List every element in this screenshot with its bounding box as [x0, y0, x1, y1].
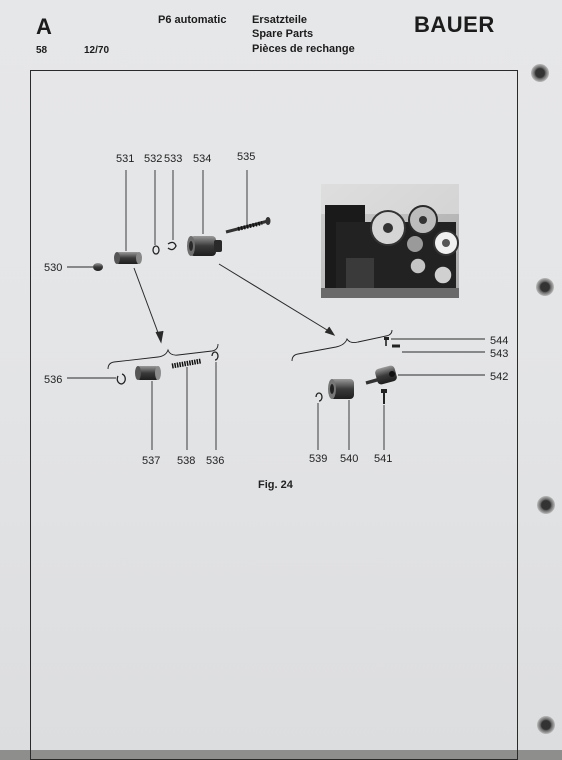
brand-logo: BAUER: [414, 12, 495, 37]
part-538-threaded-rod: [171, 358, 202, 369]
page-number: 58: [36, 45, 48, 56]
part-label-538: 538: [177, 455, 195, 467]
part-label-543: 543: [490, 348, 508, 360]
part-532-spring-ring: [152, 245, 160, 255]
part-label-531: 531: [116, 153, 134, 165]
part-label-536-lower: 536: [206, 455, 224, 467]
part-label-542: 542: [490, 371, 508, 383]
part-540-roller-wheel: [328, 379, 354, 399]
punch-hole: [537, 716, 555, 734]
figure-caption: Fig. 24: [258, 479, 293, 491]
part-label-536: 536: [44, 374, 62, 386]
part-label-544: 544: [490, 335, 508, 347]
mechanism-photo: [321, 184, 459, 298]
part-537-sleeve: [135, 366, 161, 380]
part-label-535: 535: [237, 151, 255, 163]
title-german: Ersatzteile: [252, 14, 308, 26]
part-label-530: 530: [44, 262, 62, 274]
part-542-lever-arm: [365, 365, 397, 385]
section-letter: A: [36, 14, 52, 39]
part-label-539: 539: [309, 453, 327, 465]
part-label-541: 541: [374, 453, 392, 465]
punch-hole: [536, 278, 554, 296]
part-label-537: 537: [142, 455, 160, 467]
title-french: Pièces de rechange: [252, 43, 355, 55]
part-539-circlip: [315, 392, 323, 402]
part-530-nut: [93, 263, 103, 271]
part-544-small-screw: [384, 337, 389, 346]
model-name: P6 automatic: [158, 14, 227, 26]
part-541-screw: [381, 389, 387, 404]
part-533-spring-clip: [167, 241, 177, 251]
part-label-534: 534: [193, 153, 211, 165]
part-label-533: 533: [164, 153, 182, 165]
part-label-532: 532: [144, 153, 162, 165]
part-535-axle-pin: [225, 217, 271, 234]
part-536-circlip-left: [116, 373, 126, 385]
punch-hole: [537, 496, 555, 514]
punch-hole: [531, 64, 549, 82]
part-label-540: 540: [340, 453, 358, 465]
part-534-roller: [187, 236, 222, 256]
title-english: Spare Parts: [252, 28, 314, 40]
part-536-circlip-right: [211, 351, 219, 361]
date-code: 12/70: [84, 45, 110, 56]
part-531-bushing: [114, 252, 142, 264]
